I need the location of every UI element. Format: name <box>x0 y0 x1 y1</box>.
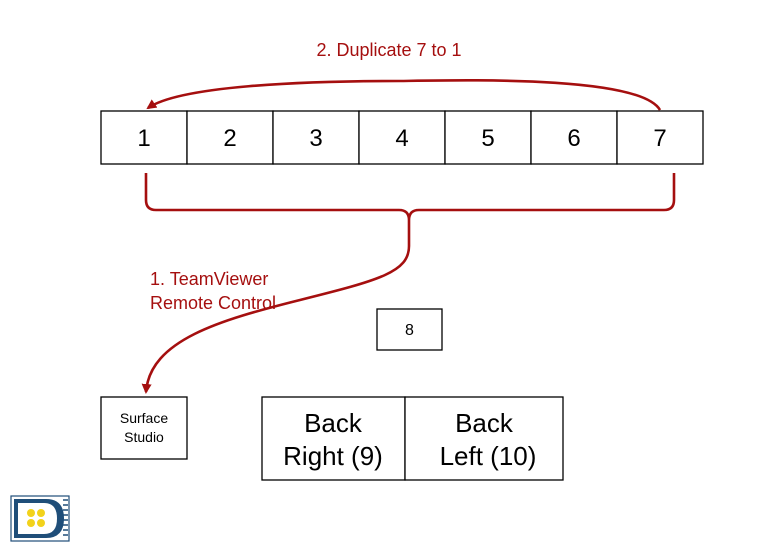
back-right-box <box>261 396 406 481</box>
surface-studio-line2: Studio <box>124 429 164 445</box>
teamviewer-arrow <box>141 245 411 394</box>
monitor-5-box <box>444 110 532 165</box>
monitor-5-label: 5 <box>481 125 494 152</box>
monitor-8-box <box>376 308 443 351</box>
duplicate-arrow <box>146 79 662 111</box>
teamviewer-annotation-line2: Remote Control <box>150 293 276 313</box>
monitor-3-box <box>272 110 360 165</box>
monitor-1-box <box>100 110 188 165</box>
monitor-6-box <box>530 110 618 165</box>
monitor-group-brace <box>144 173 676 246</box>
duplicate-annotation: 2. Duplicate 7 to 1 <box>316 40 461 60</box>
back-left-line1: Back <box>455 408 514 438</box>
company-logo-icon <box>10 495 70 542</box>
back-left-box <box>404 396 564 481</box>
monitor-7-label: 7 <box>653 125 666 152</box>
monitor-1-label: 1 <box>137 125 150 152</box>
monitor-2-box <box>186 110 274 165</box>
monitor-3-label: 3 <box>309 125 322 152</box>
surface-studio-box <box>100 396 188 460</box>
surface-studio-line1: Surface <box>120 410 168 426</box>
monitor-4-label: 4 <box>395 125 408 152</box>
back-right-line1: Back <box>304 408 363 438</box>
monitor-2-label: 2 <box>223 125 236 152</box>
top-monitor-row: 1 2 3 4 5 6 7 <box>100 110 704 165</box>
monitor-6-label: 6 <box>567 125 580 152</box>
monitor-7-box <box>616 110 704 165</box>
teamviewer-annotation-line1: 1. TeamViewer <box>150 269 268 289</box>
monitor-8-label: 8 <box>405 322 414 339</box>
back-left-line2: Left (10) <box>440 441 537 471</box>
back-right-line2: Right (9) <box>283 441 383 471</box>
